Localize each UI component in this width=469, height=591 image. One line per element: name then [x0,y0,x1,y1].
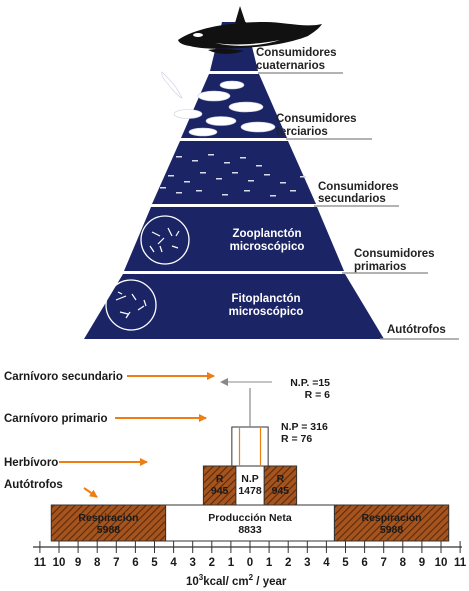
orca-icon [178,6,322,54]
x-tick-label: 9 [419,557,425,569]
x-tick-label: 7 [113,557,119,569]
x-tick-label: 1 [228,557,235,569]
x-tick-label: 4 [323,557,330,569]
terciarios-label-1: Consumidores [276,113,357,125]
label-autotrofos-resp-right: Respiración [361,512,421,524]
level-label-autotrofos: Autótrofos [4,479,63,491]
x-tick-label: 9 [75,557,81,569]
fitoplancton-label-1: Fitoplanctón [232,293,301,305]
x-tick-label: 5 [342,557,349,569]
x-tick-label: 1 [266,557,273,569]
secundarios-label-1: Consumidores [318,181,399,193]
x-tick-label: 8 [94,557,101,569]
primarios-label-2: primarios [354,261,406,273]
x-tick-label: 10 [435,557,448,569]
x-tick-label: 5 [151,557,158,569]
label-autotrofos-resp-left: Respiración [78,512,138,524]
label-herbivoro-r-right: R [277,473,285,485]
zooplancton-label-1: Zooplanctón [233,228,302,240]
x-tick-label: 6 [361,557,367,569]
x-tick-label: 8 [400,557,407,569]
x-tick-label: 4 [170,557,177,569]
x-tick-label: 11 [34,557,47,569]
zooplankton-icon [140,215,190,265]
bars-group: Respiración5988Respiración5988Producción… [50,388,450,542]
primarios-label-1: Consumidores [354,248,435,260]
x-tick-label: 0 [247,557,253,569]
bar-autotrofos-net [165,504,335,542]
x-tick-label: 2 [285,557,291,569]
x-tick-label: 3 [304,557,310,569]
zooplancton-label-2: microscópico [230,241,305,253]
x-tick-label: 2 [209,557,215,569]
fish-school-icon [161,71,276,137]
r-top-text: R = 6 [305,389,331,401]
level-label-carnivoro-primario: Carnívoro primario [4,413,108,425]
secundarios-label-2: secundarios [318,193,386,205]
value-herbivoro-r-left: 945 [211,485,229,497]
value-autotrofos-resp-right: 5988 [380,524,404,536]
bar-herbivoro-resp-right [263,465,298,506]
value-autotrofos-resp-left: 5988 [97,524,121,536]
value-autotrofos-net: 8833 [238,524,262,536]
x-tick-label: 6 [132,557,138,569]
level-label-carnivoro-secundario: Carnívoro secundario [4,371,123,383]
cuaternarios-label-1: Consumidores [256,47,337,59]
terciarios-label-2: terciarios [276,126,328,138]
pyramid-level-zooplancton [124,207,344,271]
x-tick-label: 7 [380,557,386,569]
x-tick-label: 11 [454,557,467,569]
level-label-herbivoro: Herbívoro [4,457,58,469]
np-top-text: N.P. =15 [290,377,330,389]
r-mid-text: R = 76 [281,433,312,445]
label-herbivoro-np: N.P [241,473,259,485]
small-fish-icon [160,154,306,197]
phytoplankton-icon [105,279,157,331]
value-herbivoro-np: 1478 [238,485,262,497]
x-tick-label: 3 [189,557,195,569]
label-herbivoro-r-left: R [216,473,224,485]
bar-carnivoro-primario [231,426,269,467]
axis-unit-label: 103kcal/ cm2 / year [186,573,287,588]
np-mid-text: N.P = 316 [281,421,328,433]
cuaternarios-label-2: cuaternarios [256,60,325,72]
autotrofos-pyramid-label: Autótrofos [387,324,446,336]
production-chart: Carnívoro secundario Carnívoro primario … [4,371,467,588]
fitoplancton-label-2: microscópico [229,306,304,318]
ecological-pyramid: Zooplanctón microscópico Fitoplanctón mi… [84,6,459,340]
label-autotrofos-net: Producción Neta [208,512,292,524]
pyramid-level-fitoplancton [84,274,384,339]
value-herbivoro-r-right: 945 [272,485,290,497]
x-tick-label: 10 [53,557,66,569]
bar-herbivoro-net [235,465,265,506]
arrow-autotrofos [83,487,98,498]
